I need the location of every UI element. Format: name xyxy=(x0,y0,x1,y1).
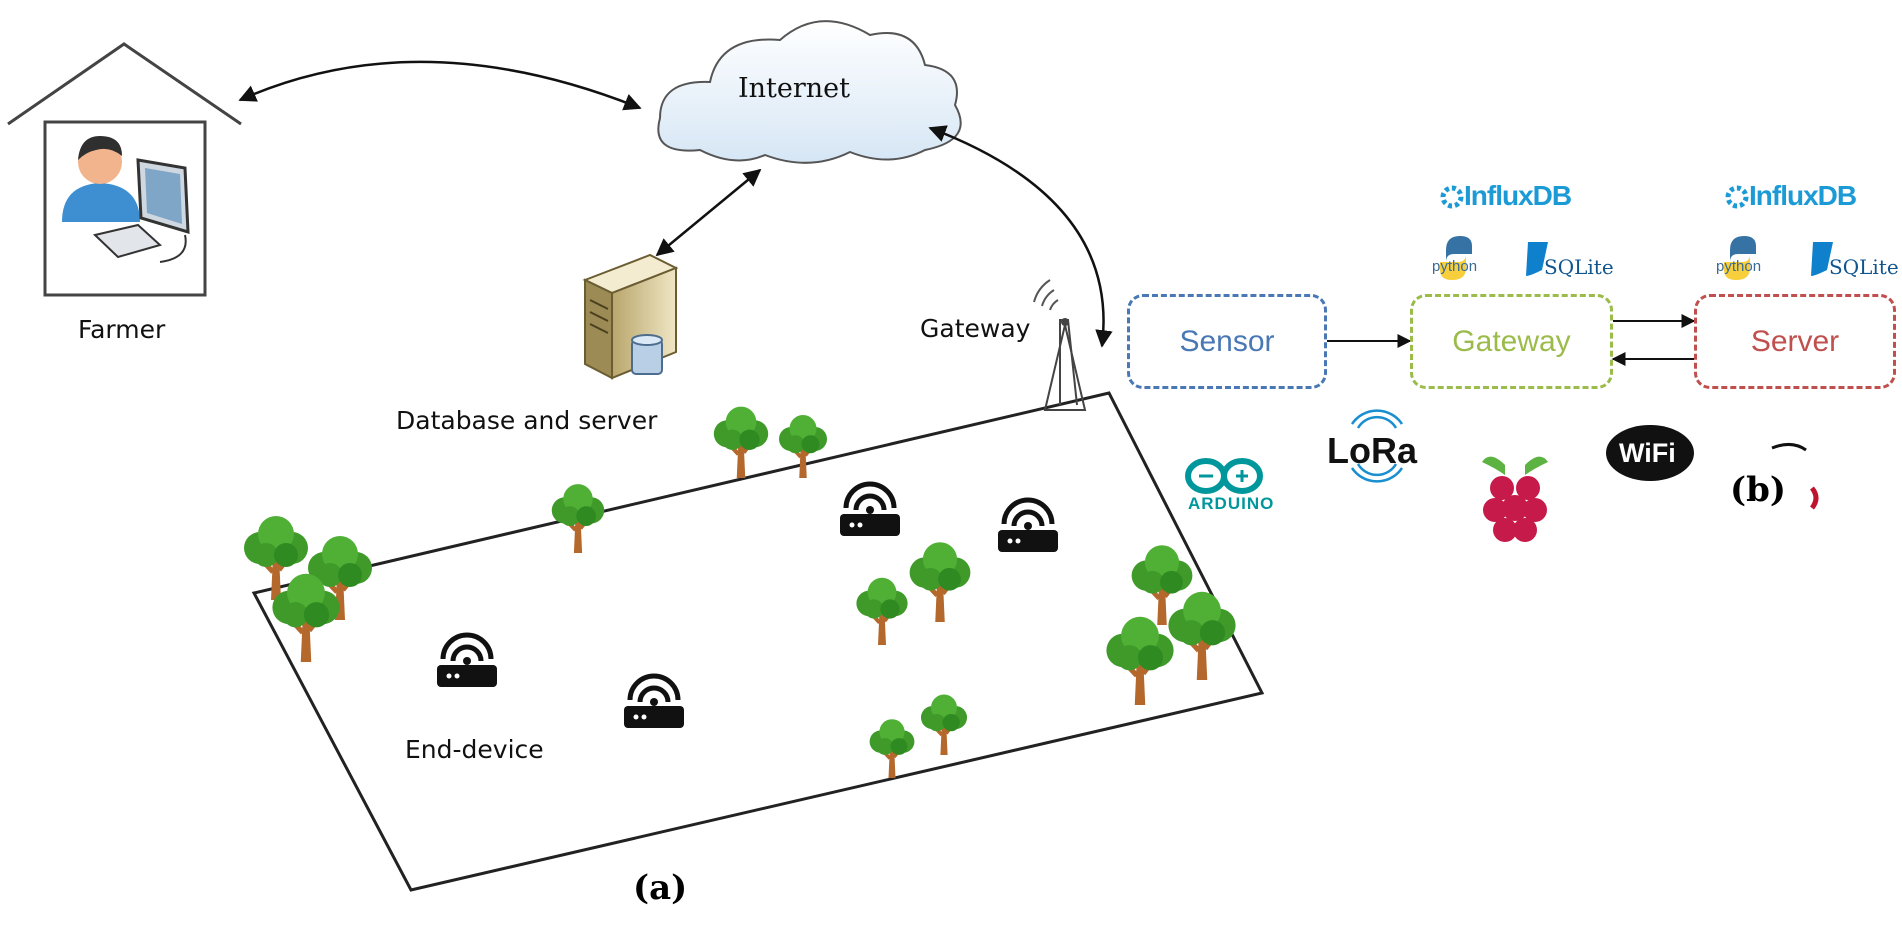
farmer-house xyxy=(7,42,242,297)
internet-gateway-link xyxy=(928,125,1113,348)
sqlite-logo-gateway: SQLite xyxy=(1544,255,1614,279)
python-icon xyxy=(1440,236,1472,280)
end-device-label: End-device xyxy=(405,735,544,764)
lora-logo: LoRa xyxy=(1327,430,1417,471)
database-server-label: Database and server xyxy=(396,406,658,435)
influxdb-logo-server: InfluxDB xyxy=(1749,180,1857,211)
gateway-box-label: Gateway xyxy=(1452,324,1571,358)
farmer-label: Farmer xyxy=(78,315,166,344)
arduino-logo-icon xyxy=(1185,458,1263,494)
arduino-logo-text: ARDUINO xyxy=(1188,494,1275,513)
gateway-label: Gateway xyxy=(920,314,1031,343)
farm-field xyxy=(251,391,1265,892)
gateway-box: Gateway xyxy=(1410,294,1613,389)
raspberry-pi-icon xyxy=(1482,456,1548,542)
farmer-person-icon xyxy=(62,136,140,222)
sensor-box: Sensor xyxy=(1127,294,1327,389)
farmer-internet-link xyxy=(238,60,642,111)
sensor-label: Sensor xyxy=(1179,324,1275,358)
server-box: Server xyxy=(1694,294,1896,389)
cropped-icon xyxy=(1771,443,1819,510)
influxdb-logo-gateway: InfluxDB xyxy=(1464,180,1572,211)
python-logo-server: python xyxy=(1716,258,1762,275)
panel-b-caption: (b) xyxy=(1730,470,1786,510)
internet-server-link xyxy=(655,168,762,257)
database-server-icon xyxy=(582,253,679,380)
influxdb-icon xyxy=(1440,185,1749,209)
gateway-antenna-icon xyxy=(1033,279,1087,411)
sqlite-icon xyxy=(1526,242,1833,276)
wifi-logo xyxy=(1606,425,1694,481)
internet-cloud xyxy=(657,20,962,164)
sqlite-logo-server: SQLite xyxy=(1829,255,1899,279)
internet-label: Internet xyxy=(738,73,851,104)
computer-icon xyxy=(92,158,190,263)
python-logo-gateway: python xyxy=(1432,258,1478,275)
wifi-logo-text: WiFi xyxy=(1619,438,1676,468)
panel-a-caption: (a) xyxy=(633,868,688,908)
lora-waves-icon xyxy=(1350,409,1404,483)
server-label: Server xyxy=(1750,324,1840,358)
python-icon xyxy=(1724,236,1756,280)
